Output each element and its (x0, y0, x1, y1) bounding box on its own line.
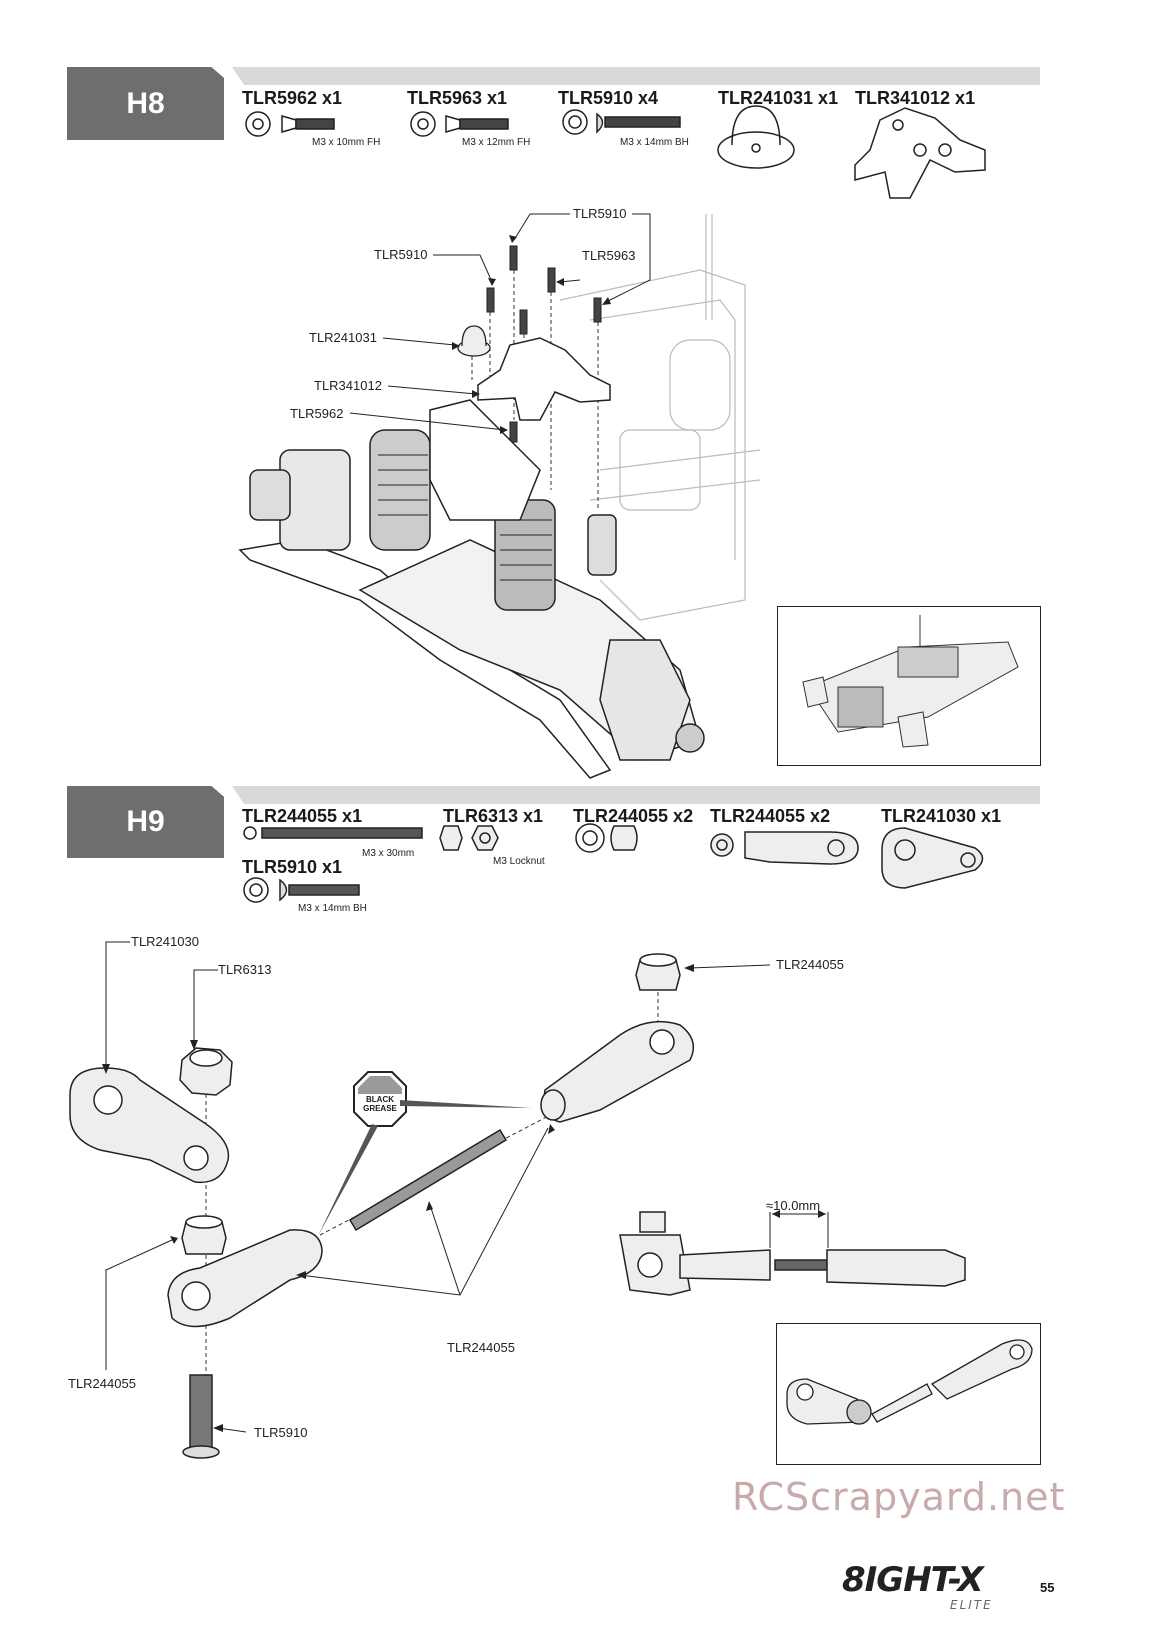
step-label-h9: H9 (67, 786, 224, 858)
step-number: H8 (126, 86, 165, 120)
screw-icon (519, 309, 528, 335)
screw-head-icon (245, 111, 271, 137)
part-spec: M3 x 14mm BH (298, 903, 367, 914)
screw-icon (596, 112, 604, 134)
callout-label: TLR5910 (254, 1425, 308, 1440)
part-number: TLR5910 x4 (558, 88, 659, 108)
callout-label: TLR341012 (314, 378, 382, 393)
callout-label: TLR6313 (218, 962, 272, 977)
rod-end-icon (167, 1229, 323, 1328)
pivot-ball-icon (181, 1221, 227, 1255)
brand-logo-sub: ELITE (950, 1598, 993, 1612)
washer-icon (243, 826, 257, 840)
part-number: TLR241031 x1 (718, 88, 839, 108)
threaded-rod-icon (261, 827, 423, 839)
callout-label: TLR244055 (68, 1376, 136, 1391)
washer-icon (243, 877, 269, 903)
screw-icon (189, 1374, 213, 1451)
callout-label: TLR5963 (582, 248, 636, 263)
grease-label-line2: GREASE (363, 1104, 397, 1113)
pivot-ball-icon (575, 823, 605, 853)
part-number: TLR341012 x1 (855, 88, 976, 108)
screw-head-icon (410, 111, 436, 137)
servo-horn-icon (881, 827, 984, 889)
part-number: TLR244055 x2 (573, 806, 694, 826)
locknut-icon (439, 825, 463, 851)
screw-icon (547, 267, 556, 293)
h8-part-icons (245, 105, 986, 199)
part-number: TLR244055 x2 (710, 806, 831, 826)
part-spec: M3 x 14mm BH (620, 137, 689, 148)
watermark: RCScrapyard.net (732, 1475, 1066, 1519)
rod-end-icon (543, 1020, 695, 1123)
h8-assembly-drawing (238, 213, 761, 779)
callout-label: TLR244055 (447, 1340, 515, 1355)
pivot-ball-icon (635, 959, 681, 991)
part-number: TLR6313 x1 (443, 806, 544, 826)
callout-label: TLR5910 (573, 206, 627, 221)
threaded-rod-icon (348, 1128, 508, 1232)
screw-icon (279, 878, 288, 902)
screw-icon (509, 245, 518, 271)
part-spec: M3 x 10mm FH (312, 137, 381, 148)
step-number: H9 (126, 805, 165, 838)
part-number: TLR5963 x1 (407, 88, 508, 108)
step-header-bar (232, 67, 1040, 85)
assembled-link-drawing (786, 1339, 1033, 1425)
dimension-label: ≈10.0mm (766, 1198, 821, 1213)
callout-label: TLR5962 (290, 406, 344, 421)
grease-label-line1: BLACK (366, 1095, 394, 1104)
callout-label: TLR241031 (309, 330, 377, 345)
inset-overview-h8 (777, 606, 1041, 766)
car-overview-drawing (802, 615, 1019, 748)
part-number: TLR5910 x1 (242, 857, 343, 877)
grease-icon (318, 1071, 532, 1236)
step-header-bar (232, 786, 1040, 804)
part-number: TLR5962 x1 (242, 88, 343, 108)
callout-label: TLR244055 (776, 957, 844, 972)
rod-end-icon (710, 833, 734, 857)
inset-overview-h9 (776, 1323, 1041, 1465)
callout-label: TLR241030 (131, 934, 199, 949)
grease-label: BLACK GREASE (355, 1095, 405, 1113)
part-spec: M3 x 12mm FH (462, 137, 531, 148)
callout-label: TLR5910 (374, 247, 428, 262)
page-number: 55 (1040, 1580, 1055, 1595)
step-label-h8: H8 (67, 67, 224, 140)
locknut-icon (179, 1047, 233, 1096)
screw-icon (486, 287, 495, 313)
mount-plate-icon (854, 107, 986, 199)
mount-plate-icon (477, 337, 611, 421)
servo-horn-icon (69, 1067, 230, 1184)
ball-stud-icon (717, 131, 795, 169)
washer-icon (562, 109, 588, 135)
screw-icon (593, 297, 602, 323)
screw-icon (509, 421, 518, 443)
brand-logo: 8IGHT-X (842, 1560, 984, 1600)
part-number: TLR241030 x1 (881, 806, 1002, 826)
part-number: TLR244055 x1 (242, 806, 363, 826)
part-spec: M3 x 30mm (362, 848, 415, 859)
part-spec: M3 Locknut (493, 856, 545, 867)
